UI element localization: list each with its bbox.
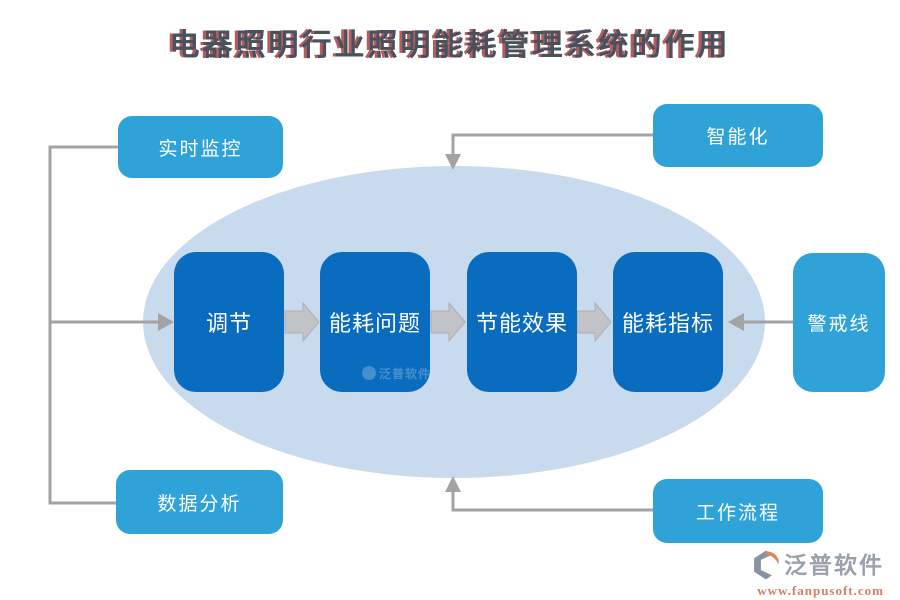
satellite-data-analysis: 数据分析 (116, 470, 283, 534)
brand-footer: 泛普软件 www.fanpusoft.com (748, 548, 888, 598)
page-title: 电器照明行业照明能耗管理系统的作用 (169, 29, 731, 62)
flow-step-label: 节能效果 (475, 311, 568, 336)
watermark: 泛普软件 (362, 360, 432, 386)
flow-step-label: 调节 (205, 311, 252, 336)
block-arrow-3 (576, 301, 612, 343)
flow-step-saving-effect: 节能效果 (467, 252, 577, 392)
brand-url: www.fanpusoft.com (757, 583, 884, 598)
left-arrowhead (158, 313, 174, 331)
flow-step-label: 能耗问题 (328, 311, 421, 336)
brand-name: 泛普软件 (784, 552, 884, 578)
right-arrowhead (728, 313, 744, 331)
watermark-label: 泛普软件 (379, 366, 432, 381)
flow-step-adjust: 调节 (174, 252, 284, 392)
top-right-connector-line (451, 133, 655, 156)
top-right-arrowhead (445, 154, 461, 170)
satellite-label: 数据分析 (157, 493, 242, 515)
satellite-warning-line: 警戒线 (793, 253, 885, 392)
flow-step-label: 能耗指标 (621, 311, 714, 336)
satellite-workflow: 工作流程 (653, 479, 823, 543)
fanpu-logo-icon (754, 550, 779, 580)
satellite-realtime-monitoring: 实时监控 (118, 116, 283, 178)
satellite-intelligence: 智能化 (653, 104, 823, 167)
satellite-label: 工作流程 (695, 502, 780, 524)
satellite-label: 实时监控 (158, 138, 243, 160)
block-arrow-2 (430, 301, 466, 343)
flow-step-energy-index: 能耗指标 (613, 252, 723, 392)
block-arrow-1 (284, 301, 320, 343)
left-bracket-line (48, 145, 118, 505)
bottom-right-arrowhead (445, 476, 461, 492)
satellite-label: 警戒线 (807, 314, 871, 335)
satellite-label: 智能化 (706, 127, 770, 148)
watermark-logo-icon (362, 366, 376, 380)
flow-step-energy-problem: 能耗问题 (320, 252, 430, 392)
bottom-right-connector-line (451, 490, 655, 512)
